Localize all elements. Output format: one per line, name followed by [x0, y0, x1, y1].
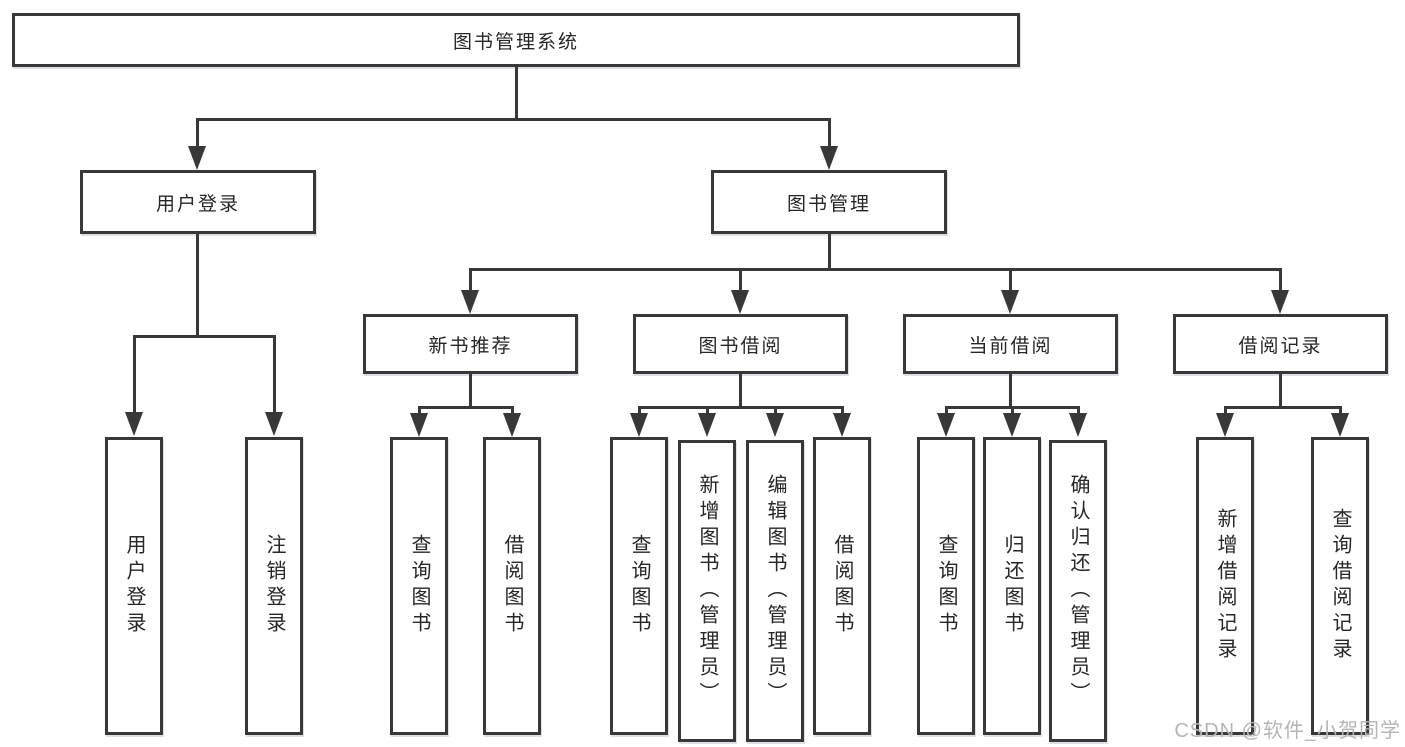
leaf-query-book: 查询图书	[610, 437, 668, 735]
connector-stem	[469, 374, 472, 409]
arrowhead-down-icon	[1271, 290, 1289, 314]
connector-level3-branch	[469, 268, 1282, 271]
arrowhead-down-icon	[820, 146, 838, 170]
node-label: 查询借阅记录	[1329, 508, 1351, 664]
connector-stem	[196, 234, 199, 338]
connector-stem	[1009, 268, 1012, 294]
connector-stem	[469, 268, 472, 294]
node-label: 图书管理	[786, 193, 871, 215]
connector-stem	[1011, 406, 1014, 416]
arrowhead-down-icon	[833, 413, 851, 437]
arrowhead-down-icon	[265, 412, 283, 436]
node-label: 新书推荐	[428, 335, 513, 357]
leaf-add-borrow-record: 新增借阅记录	[1196, 437, 1254, 735]
node-root-system: 图书管理系统	[12, 13, 1020, 67]
connector-stem	[1279, 374, 1282, 409]
node-label: 确认归还（管理员）	[1067, 474, 1089, 708]
connector-stem	[133, 335, 136, 413]
node-user-login: 用户登录	[80, 170, 316, 234]
node-label: 借阅图书	[831, 534, 853, 638]
node-label: 编辑图书（管理员）	[764, 474, 786, 708]
connector-stem	[841, 406, 844, 416]
connector-stem	[706, 406, 709, 416]
leaf-query-book: 查询图书	[917, 437, 975, 735]
connector-branch	[418, 406, 514, 409]
connector-root-stem	[515, 67, 518, 120]
connector-stem	[1339, 406, 1342, 416]
connector-stem	[1077, 406, 1080, 416]
arrowhead-down-icon	[1069, 413, 1087, 437]
connector-stem	[638, 406, 641, 416]
connector-branch	[1224, 406, 1342, 409]
node-label: 当前借阅	[968, 335, 1053, 357]
leaf-add-book-admin: 新增图书（管理员）	[678, 440, 736, 742]
leaf-query-book: 查询图书	[390, 437, 448, 735]
arrowhead-down-icon	[1001, 290, 1019, 314]
connector-stem	[1009, 374, 1012, 409]
arrowhead-down-icon	[1003, 413, 1021, 437]
csdn-watermark: CSDN @软件_小贺同学	[1174, 720, 1401, 742]
arrowhead-down-icon	[410, 413, 428, 437]
arrowhead-down-icon	[731, 290, 749, 314]
node-label: 用户登录	[123, 534, 145, 638]
node-label: 用户登录	[155, 193, 240, 215]
node-new-book-recommend: 新书推荐	[363, 314, 578, 374]
connector-level2-branch	[196, 118, 831, 121]
connector-stem	[828, 234, 831, 270]
node-label: 图书借阅	[698, 335, 783, 357]
leaf-query-borrow-record: 查询借阅记录	[1311, 437, 1369, 735]
node-current-borrow: 当前借阅	[903, 314, 1118, 374]
node-label: 新增图书（管理员）	[696, 474, 718, 708]
node-label: 查询图书	[408, 534, 430, 638]
node-label: 图书管理系统	[452, 31, 579, 53]
node-label: 归还图书	[1001, 534, 1023, 638]
connector-stem	[511, 406, 514, 416]
arrowhead-down-icon	[698, 413, 716, 437]
arrowhead-down-icon	[766, 413, 784, 437]
arrowhead-down-icon	[503, 413, 521, 437]
node-label: 注销登录	[263, 534, 285, 638]
node-book-borrow: 图书借阅	[633, 314, 848, 374]
arrowhead-down-icon	[461, 290, 479, 314]
connector-branch	[133, 335, 276, 338]
node-label: 新增借阅记录	[1214, 508, 1236, 664]
connector-stem	[1224, 406, 1227, 416]
connector-stem	[739, 268, 742, 294]
connector-stem	[1279, 268, 1282, 294]
arrowhead-down-icon	[630, 413, 648, 437]
node-label: 查询图书	[935, 534, 957, 638]
node-label: 借阅记录	[1238, 335, 1323, 357]
arrowhead-down-icon	[937, 413, 955, 437]
connector-stem	[739, 374, 742, 409]
node-book-management: 图书管理	[711, 170, 947, 234]
connector-stem	[945, 406, 948, 416]
node-label: 借阅图书	[501, 534, 523, 638]
arrowhead-down-icon	[125, 412, 143, 436]
connector-stem	[196, 118, 199, 150]
connector-stem	[774, 406, 777, 416]
node-borrow-record: 借阅记录	[1173, 314, 1388, 374]
arrowhead-down-icon	[188, 146, 206, 170]
leaf-borrow-book: 借阅图书	[483, 437, 541, 735]
leaf-borrow-book: 借阅图书	[813, 437, 871, 735]
leaf-logout: 注销登录	[245, 437, 303, 735]
connector-stem	[418, 406, 421, 416]
connector-stem	[828, 118, 831, 150]
connector-stem	[273, 335, 276, 413]
leaf-return-book: 归还图书	[983, 437, 1041, 735]
connector-branch	[638, 406, 844, 409]
node-label: 查询图书	[628, 534, 650, 638]
leaf-user-login: 用户登录	[105, 437, 163, 735]
arrowhead-down-icon	[1331, 413, 1349, 437]
leaf-edit-book-admin: 编辑图书（管理员）	[746, 440, 804, 742]
arrowhead-down-icon	[1216, 413, 1234, 437]
leaf-confirm-return-admin: 确认归还（管理员）	[1049, 440, 1107, 742]
